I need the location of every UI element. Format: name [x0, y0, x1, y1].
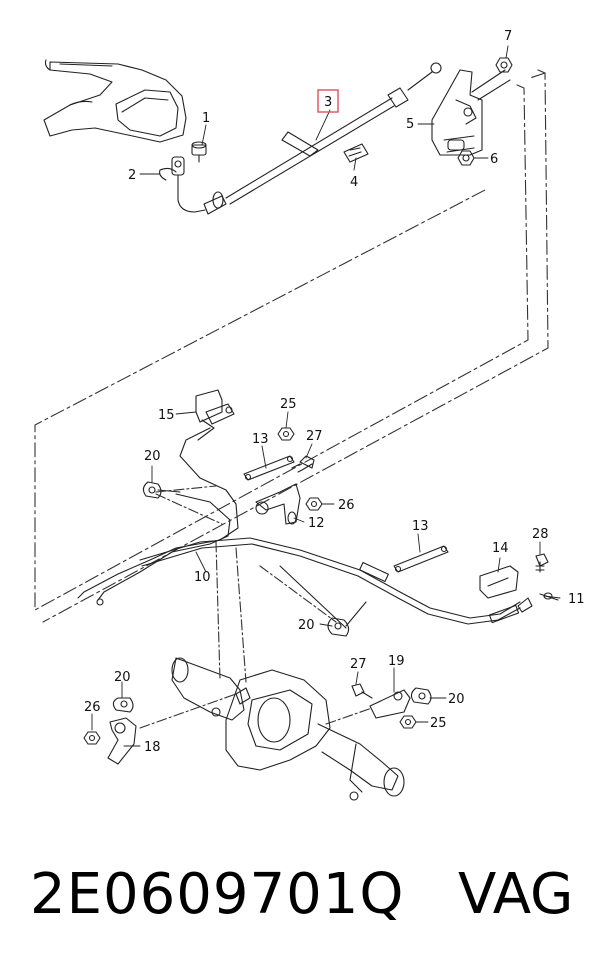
callout-25-top: 25 [280, 397, 297, 412]
callout-27-lower: 27 [350, 657, 367, 672]
callout-13-right: 13 [412, 519, 429, 534]
callout-7: 7 [504, 29, 512, 44]
callout-14: 14 [492, 541, 509, 556]
nut-25-lower [399, 715, 417, 729]
callout-26-lower: 26 [84, 700, 101, 715]
rear-axle [171, 657, 405, 801]
callout-18: 18 [144, 740, 161, 755]
callout-25-lower: 25 [430, 716, 447, 731]
callout-4: 4 [350, 175, 358, 190]
callout-20-left: 20 [144, 449, 161, 464]
bracket-12 [255, 483, 301, 525]
brand-label: VAG [458, 862, 574, 927]
callout-20-mid: 20 [298, 618, 315, 633]
clip-20-lower-left [112, 697, 134, 713]
strap-13-right [393, 545, 449, 573]
highlight-box-3 [317, 89, 339, 113]
bolt-28 [535, 553, 549, 573]
callout-6: 6 [490, 152, 498, 167]
front-cable-head [171, 156, 227, 215]
bracket-15 [195, 389, 235, 425]
bolt-27-lower [351, 683, 373, 699]
guide-lines [139, 485, 373, 729]
nut-7 [495, 57, 513, 73]
bolt-1 [191, 141, 207, 163]
callout-3: 3 [324, 95, 332, 110]
nut-25-top [277, 427, 295, 441]
bracket-5 [431, 69, 511, 156]
rear-cable-10b [96, 493, 231, 606]
callout-19: 19 [388, 654, 405, 669]
clip-4 [343, 143, 369, 163]
callout-13-top: 13 [252, 432, 269, 447]
bolt-27-top [291, 455, 315, 473]
bracket-14 [479, 565, 519, 599]
clip-20-lower-right [410, 687, 432, 705]
handbrake-lever [43, 59, 187, 143]
strap-13-top [243, 455, 295, 481]
callout-2: 2 [128, 168, 136, 183]
clip-20-mid [279, 565, 367, 637]
callout-12: 12 [308, 516, 325, 531]
callout-10: 10 [194, 570, 211, 585]
bracket-19 [369, 689, 411, 719]
nut-26-mid [305, 497, 323, 511]
rear-cable-10a [77, 419, 239, 599]
callout-5: 5 [406, 117, 414, 132]
callout-1: 1 [202, 111, 210, 126]
callout-11: 11 [568, 592, 585, 607]
callout-15: 15 [158, 408, 175, 423]
front-cable-3 [225, 62, 442, 205]
callout-20-lower-left: 20 [114, 670, 131, 685]
callout-26-mid: 26 [338, 498, 355, 513]
rear-cable-10c [139, 537, 533, 625]
callout-28: 28 [532, 527, 549, 542]
callout-20-lower-right: 20 [448, 692, 465, 707]
dashed-frame [34, 69, 549, 623]
bracket-18 [107, 717, 137, 765]
nut-6 [457, 150, 475, 166]
callout-27-top: 27 [306, 429, 323, 444]
nut-26-lower [83, 731, 101, 745]
part-number: 2E0609701Q [30, 862, 405, 927]
callout-labels: 1 2 3 4 5 6 7 15 25 13 27 20 26 12 13 14… [84, 29, 585, 755]
leader-lines [91, 45, 561, 747]
